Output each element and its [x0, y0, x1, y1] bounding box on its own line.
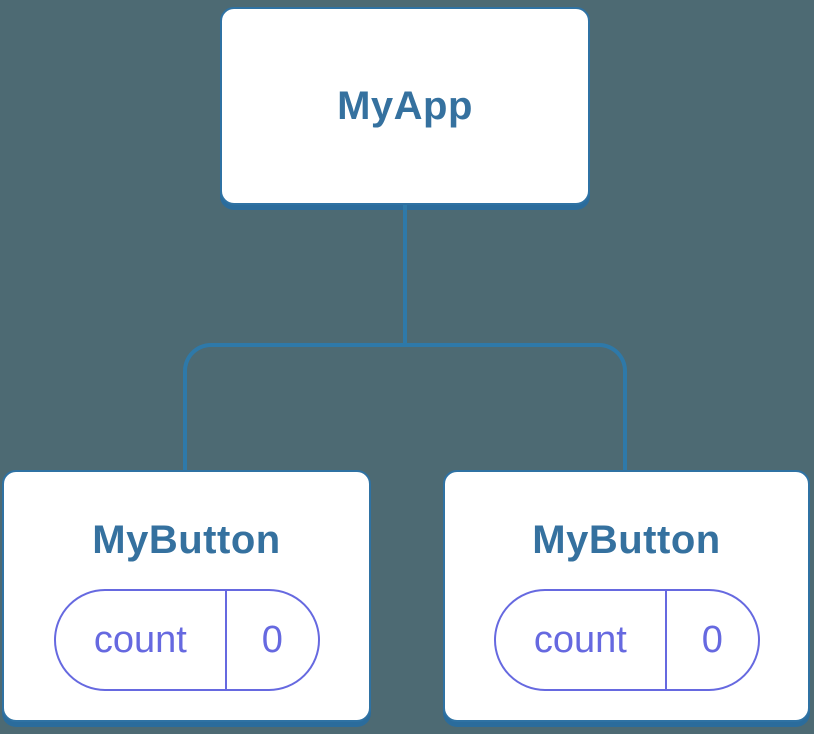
state-value-label: 0	[701, 619, 723, 661]
node-mybutton-1: MyButton count 0	[2, 470, 371, 722]
node-mybutton-2-label: MyButton	[532, 518, 721, 562]
node-myapp: MyApp	[220, 7, 590, 205]
state-pill-1: count 0	[53, 589, 320, 691]
state-pill-1-value-cell: 0	[225, 591, 317, 689]
state-pill-2-value-cell: 0	[665, 591, 757, 689]
connector-trunk-line	[403, 205, 407, 345]
state-key-label: count	[533, 619, 627, 661]
node-mybutton-1-label: MyButton	[92, 518, 281, 562]
connector-branch-bracket	[183, 343, 627, 470]
state-pill-2-key-cell: count	[496, 591, 666, 689]
state-value-label: 0	[261, 619, 283, 661]
node-myapp-label: MyApp	[337, 84, 473, 128]
state-pill-2: count 0	[493, 589, 760, 691]
state-key-label: count	[93, 619, 187, 661]
node-mybutton-2: MyButton count 0	[443, 470, 810, 722]
state-pill-1-key-cell: count	[56, 591, 226, 689]
